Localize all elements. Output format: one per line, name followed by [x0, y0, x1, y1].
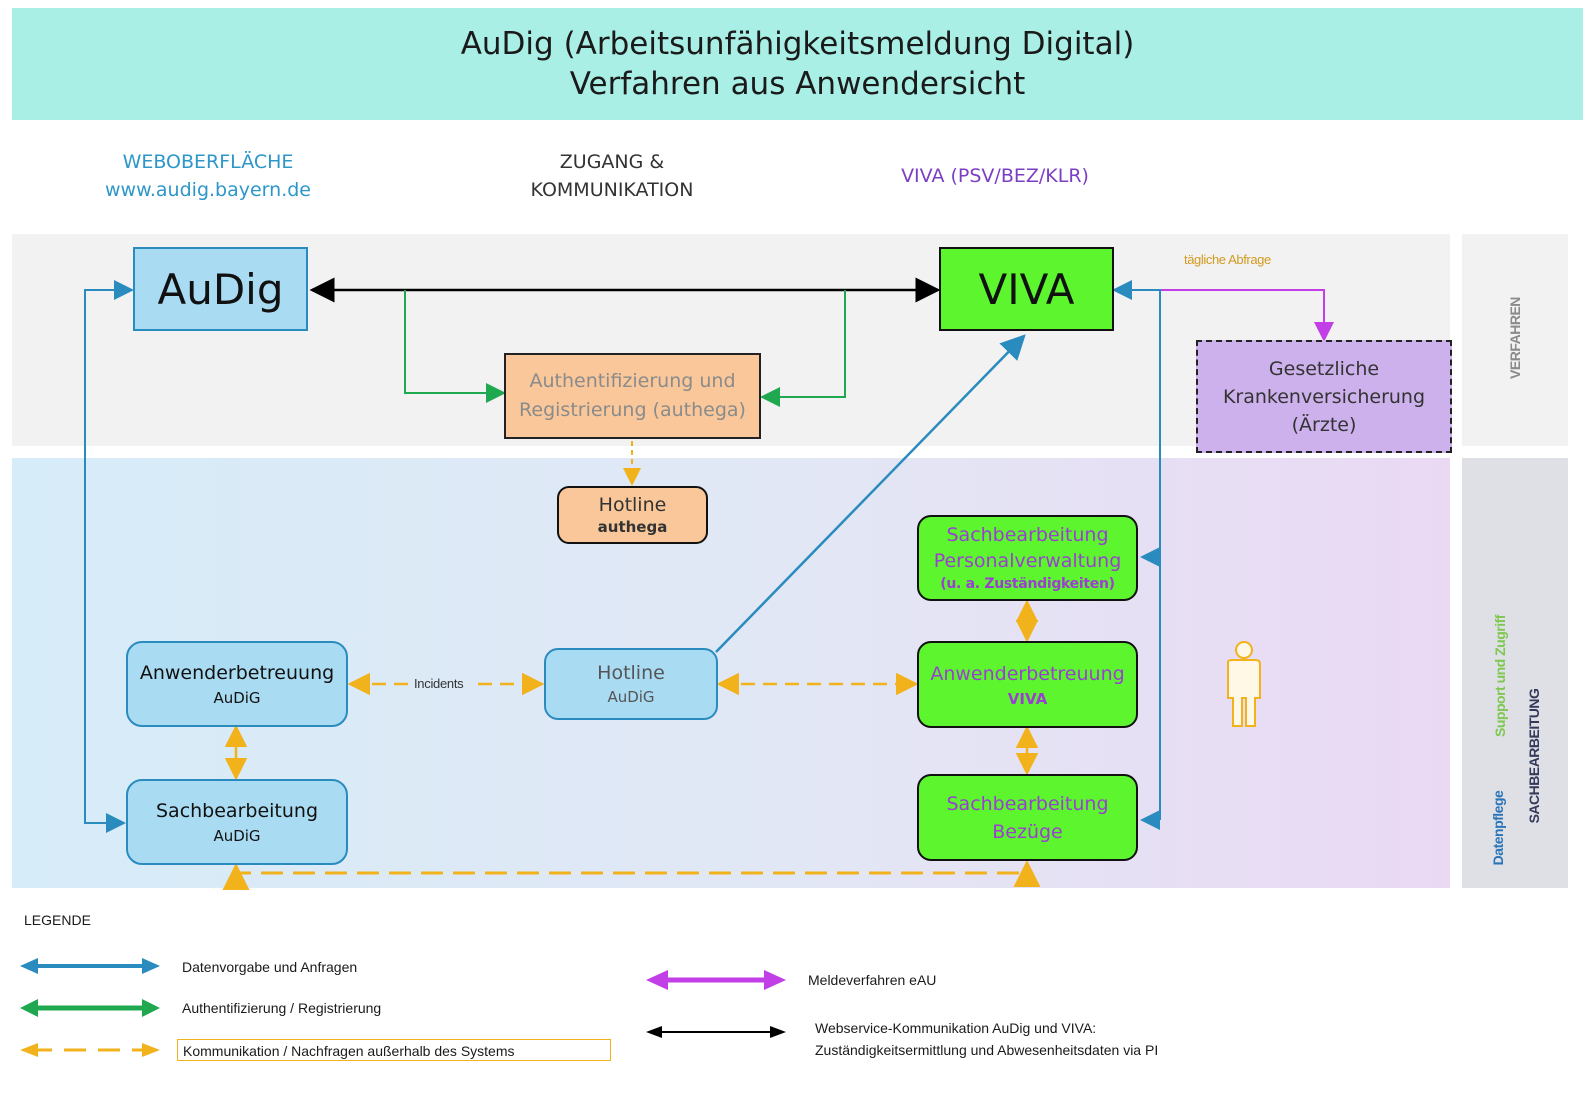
diagram-title: AuDig (Arbeitsunfähigkeitsmeldung Digita…	[460, 26, 1135, 62]
diagram-header: AuDig (Arbeitsunfähigkeitsmeldung Digita…	[12, 8, 1583, 120]
node-sb-bez-line2: Bezüge	[992, 820, 1063, 843]
node-ab-audig-line2: AuDiG	[213, 689, 261, 707]
node-sb-bez-line1: Sachbearbeitung	[946, 792, 1109, 815]
node-hotline-audig-line1: Hotline	[597, 662, 665, 684]
column-header-zugang-line1: ZUGANG &	[559, 151, 665, 173]
column-header-zugang: ZUGANG & KOMMUNIKATION	[500, 148, 724, 204]
node-authega: Authentifizierung und Registrierung (aut…	[504, 353, 761, 439]
node-viva: VIVA	[939, 247, 1114, 331]
edge-viva-authega	[760, 290, 846, 407]
legend-label-orange: Kommunikation / Nachfragen außerhalb des…	[177, 1039, 611, 1061]
legend-arrow-orange	[20, 1043, 160, 1057]
node-hotline-audig: Hotline AuDiG	[544, 648, 718, 720]
column-header-weboberflaeche: WEBOBERFLÄCHE www.audig.bayern.de	[88, 148, 328, 204]
legend-arrow-green	[20, 999, 160, 1017]
legend-label-black-line1: Webservice-Kommunikation AuDig und VIVA:	[815, 1020, 1097, 1036]
node-sachbearbeitung-audig: Sachbearbeitung AuDiG	[126, 779, 348, 865]
node-sb-audig-line1: Sachbearbeitung	[155, 800, 319, 822]
legend-label-purple: Meldeverfahren eAU	[808, 972, 937, 988]
edge-label-incidents: Incidents	[414, 676, 464, 691]
column-header-viva: VIVA (PSV/BEZ/KLR)	[901, 165, 1089, 187]
node-gkv-line2: Krankenversicherung	[1222, 385, 1426, 408]
legend-label-green: Authentifizierung / Registrierung	[182, 1000, 382, 1016]
node-ab-viva-line2: VIVA	[1007, 689, 1048, 708]
node-sachbearbeitung-bezuege: Sachbearbeitung Bezüge	[917, 774, 1138, 861]
node-sb-personalverwaltung: Sachbearbeitung Personalverwaltung (u. a…	[917, 515, 1138, 601]
node-audig: AuDig	[133, 247, 308, 331]
edge-label-taegliche-abfrage: tägliche Abfrage	[1184, 252, 1271, 267]
column-header-web-url: www.audig.bayern.de	[105, 179, 311, 201]
person-icon	[1227, 641, 1261, 727]
side-panel-sachbearbeitung: Support und Zugriff Datenpflege SACHBEAR…	[1462, 458, 1568, 888]
edge-viva-sachbearbeitung	[1112, 280, 1161, 820]
node-hotline-authega-line1: Hotline	[598, 494, 667, 516]
side-panel-verfahren: VERFAHREN	[1462, 234, 1568, 446]
node-sb-pv-line2: Personalverwaltung	[933, 550, 1122, 572]
edge-audig-authega	[404, 290, 506, 403]
legend-arrow-blue	[20, 958, 160, 974]
column-header-web-title: WEBOBERFLÄCHE	[122, 151, 294, 173]
node-authega-line1: Authentifizierung und	[529, 370, 736, 392]
node-gkv-line1: Gesetzliche	[1268, 357, 1380, 380]
node-gkv: Gesetzliche Krankenversicherung (Ärzte)	[1196, 340, 1452, 453]
node-anwenderbetreuung-viva: Anwenderbetreuung VIVA	[917, 641, 1138, 728]
edge-sb-audig-sb-bez	[222, 860, 1041, 890]
node-ab-viva-line1: Anwenderbetreuung	[930, 662, 1125, 685]
column-header-zugang-line2: KOMMUNIKATION	[530, 179, 694, 201]
legend-arrows-right	[646, 970, 786, 1038]
legend-label-black-line2: Zuständigkeitsermittlung und Abwesenheit…	[815, 1042, 1159, 1058]
node-anwenderbetreuung-audig: Anwenderbetreuung AuDiG	[126, 641, 348, 727]
node-authega-line2: Registrierung (authega)	[519, 399, 746, 421]
legend-label-black: Webservice-Kommunikation AuDig und VIVA:…	[815, 1017, 1158, 1061]
legend-arrow-purple	[646, 970, 786, 990]
legend-arrow-black	[646, 1026, 786, 1038]
node-ab-audig-line1: Anwenderbetreuung	[139, 662, 335, 684]
edge-hotline-viva	[715, 334, 1026, 653]
node-gkv-line3: (Ärzte)	[1291, 413, 1357, 436]
diagram-subtitle: Verfahren aus Anwendersicht	[569, 66, 1026, 102]
node-hotline-authega-line2: authega	[597, 518, 668, 536]
node-hotline-audig-line2: AuDiG	[607, 688, 655, 706]
node-sb-pv-line3: (u. a. Zuständigkeiten)	[940, 576, 1115, 592]
legend-arrows-left	[20, 958, 160, 1057]
node-hotline-authega: Hotline authega	[557, 486, 708, 544]
node-sb-audig-line2: AuDiG	[213, 827, 261, 845]
edge-audig-sb-audig	[84, 280, 134, 833]
node-sb-pv-line1: Sachbearbeitung	[946, 524, 1109, 546]
edge-viva-gkv	[1160, 289, 1334, 342]
legend-label-blue: Datenvorgabe und Anfragen	[182, 959, 358, 975]
legend-title: LEGENDE	[24, 912, 91, 928]
